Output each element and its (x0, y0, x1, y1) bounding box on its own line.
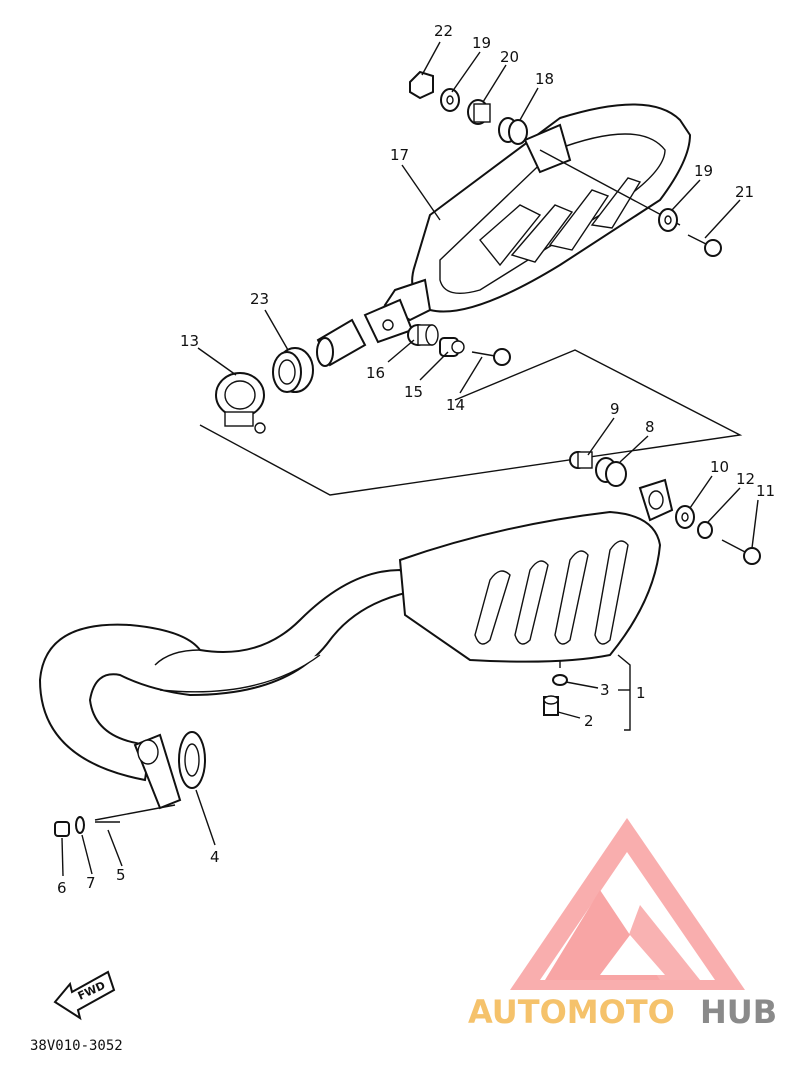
nut-22 (409, 70, 434, 100)
grommet-18 (498, 117, 528, 145)
collar-9 (569, 451, 593, 469)
leader-lines (61, 41, 759, 877)
washer-19-lower (658, 208, 678, 232)
callout-4: 4 (210, 848, 220, 866)
bolt-2 (543, 695, 559, 716)
washer-7 (75, 816, 85, 834)
lock-washer-12 (697, 521, 713, 539)
callout-14: 14 (446, 396, 465, 414)
grommet-8 (595, 457, 627, 487)
bolt-14 (471, 348, 511, 366)
fwd-arrow: FWD (53, 970, 116, 1021)
bolt-11 (721, 539, 761, 565)
callout-17: 17 (390, 146, 409, 164)
exhaust-pipe-assembly (38, 478, 674, 821)
callout-13: 13 (180, 332, 199, 350)
watermark-brand-part2: HUB (700, 993, 777, 1031)
collar-20 (467, 99, 491, 125)
callout-3: 3 (600, 681, 610, 699)
callout-10: 10 (710, 458, 729, 476)
callout-22: 22 (434, 22, 453, 40)
callout-12: 12 (736, 470, 755, 488)
spacer-15 (439, 337, 465, 357)
callout-18: 18 (535, 70, 554, 88)
watermark-brand-part1: AUTOMOTO (468, 993, 675, 1031)
callout-11: 11 (756, 482, 775, 500)
upper-group-outline (199, 349, 743, 496)
callout-8: 8 (645, 418, 655, 436)
callout-23: 23 (250, 290, 269, 308)
watermark-logo (510, 818, 745, 990)
callout-21: 21 (735, 183, 754, 201)
ring-gasket-23 (272, 347, 314, 393)
callout-15: 15 (404, 383, 423, 401)
callout-numbers: 22 19 20 18 17 19 21 23 13 16 15 14 9 8 … (57, 22, 775, 897)
upper-muffler-part (363, 103, 692, 344)
drawing-code: 38V010-3052 (30, 1038, 123, 1054)
callout-7: 7 (86, 874, 96, 892)
callout-20: 20 (500, 48, 519, 66)
clamp-13 (215, 372, 266, 434)
bolt-21 (687, 234, 722, 257)
washer-10 (675, 505, 695, 529)
washer-3 (552, 674, 568, 686)
callout-16: 16 (366, 364, 385, 382)
gasket-4 (178, 731, 206, 789)
callout-19-upper: 19 (472, 34, 491, 52)
nut-6 (54, 821, 70, 837)
callout-9: 9 (610, 400, 620, 418)
callout-6: 6 (57, 879, 67, 897)
callout-1: 1 (636, 684, 646, 702)
callout-19-lower: 19 (694, 162, 713, 180)
callout-5: 5 (116, 866, 126, 884)
callout-2: 2 (584, 712, 594, 730)
washer-19-upper (440, 88, 460, 112)
pipe-insert-part (316, 318, 367, 367)
